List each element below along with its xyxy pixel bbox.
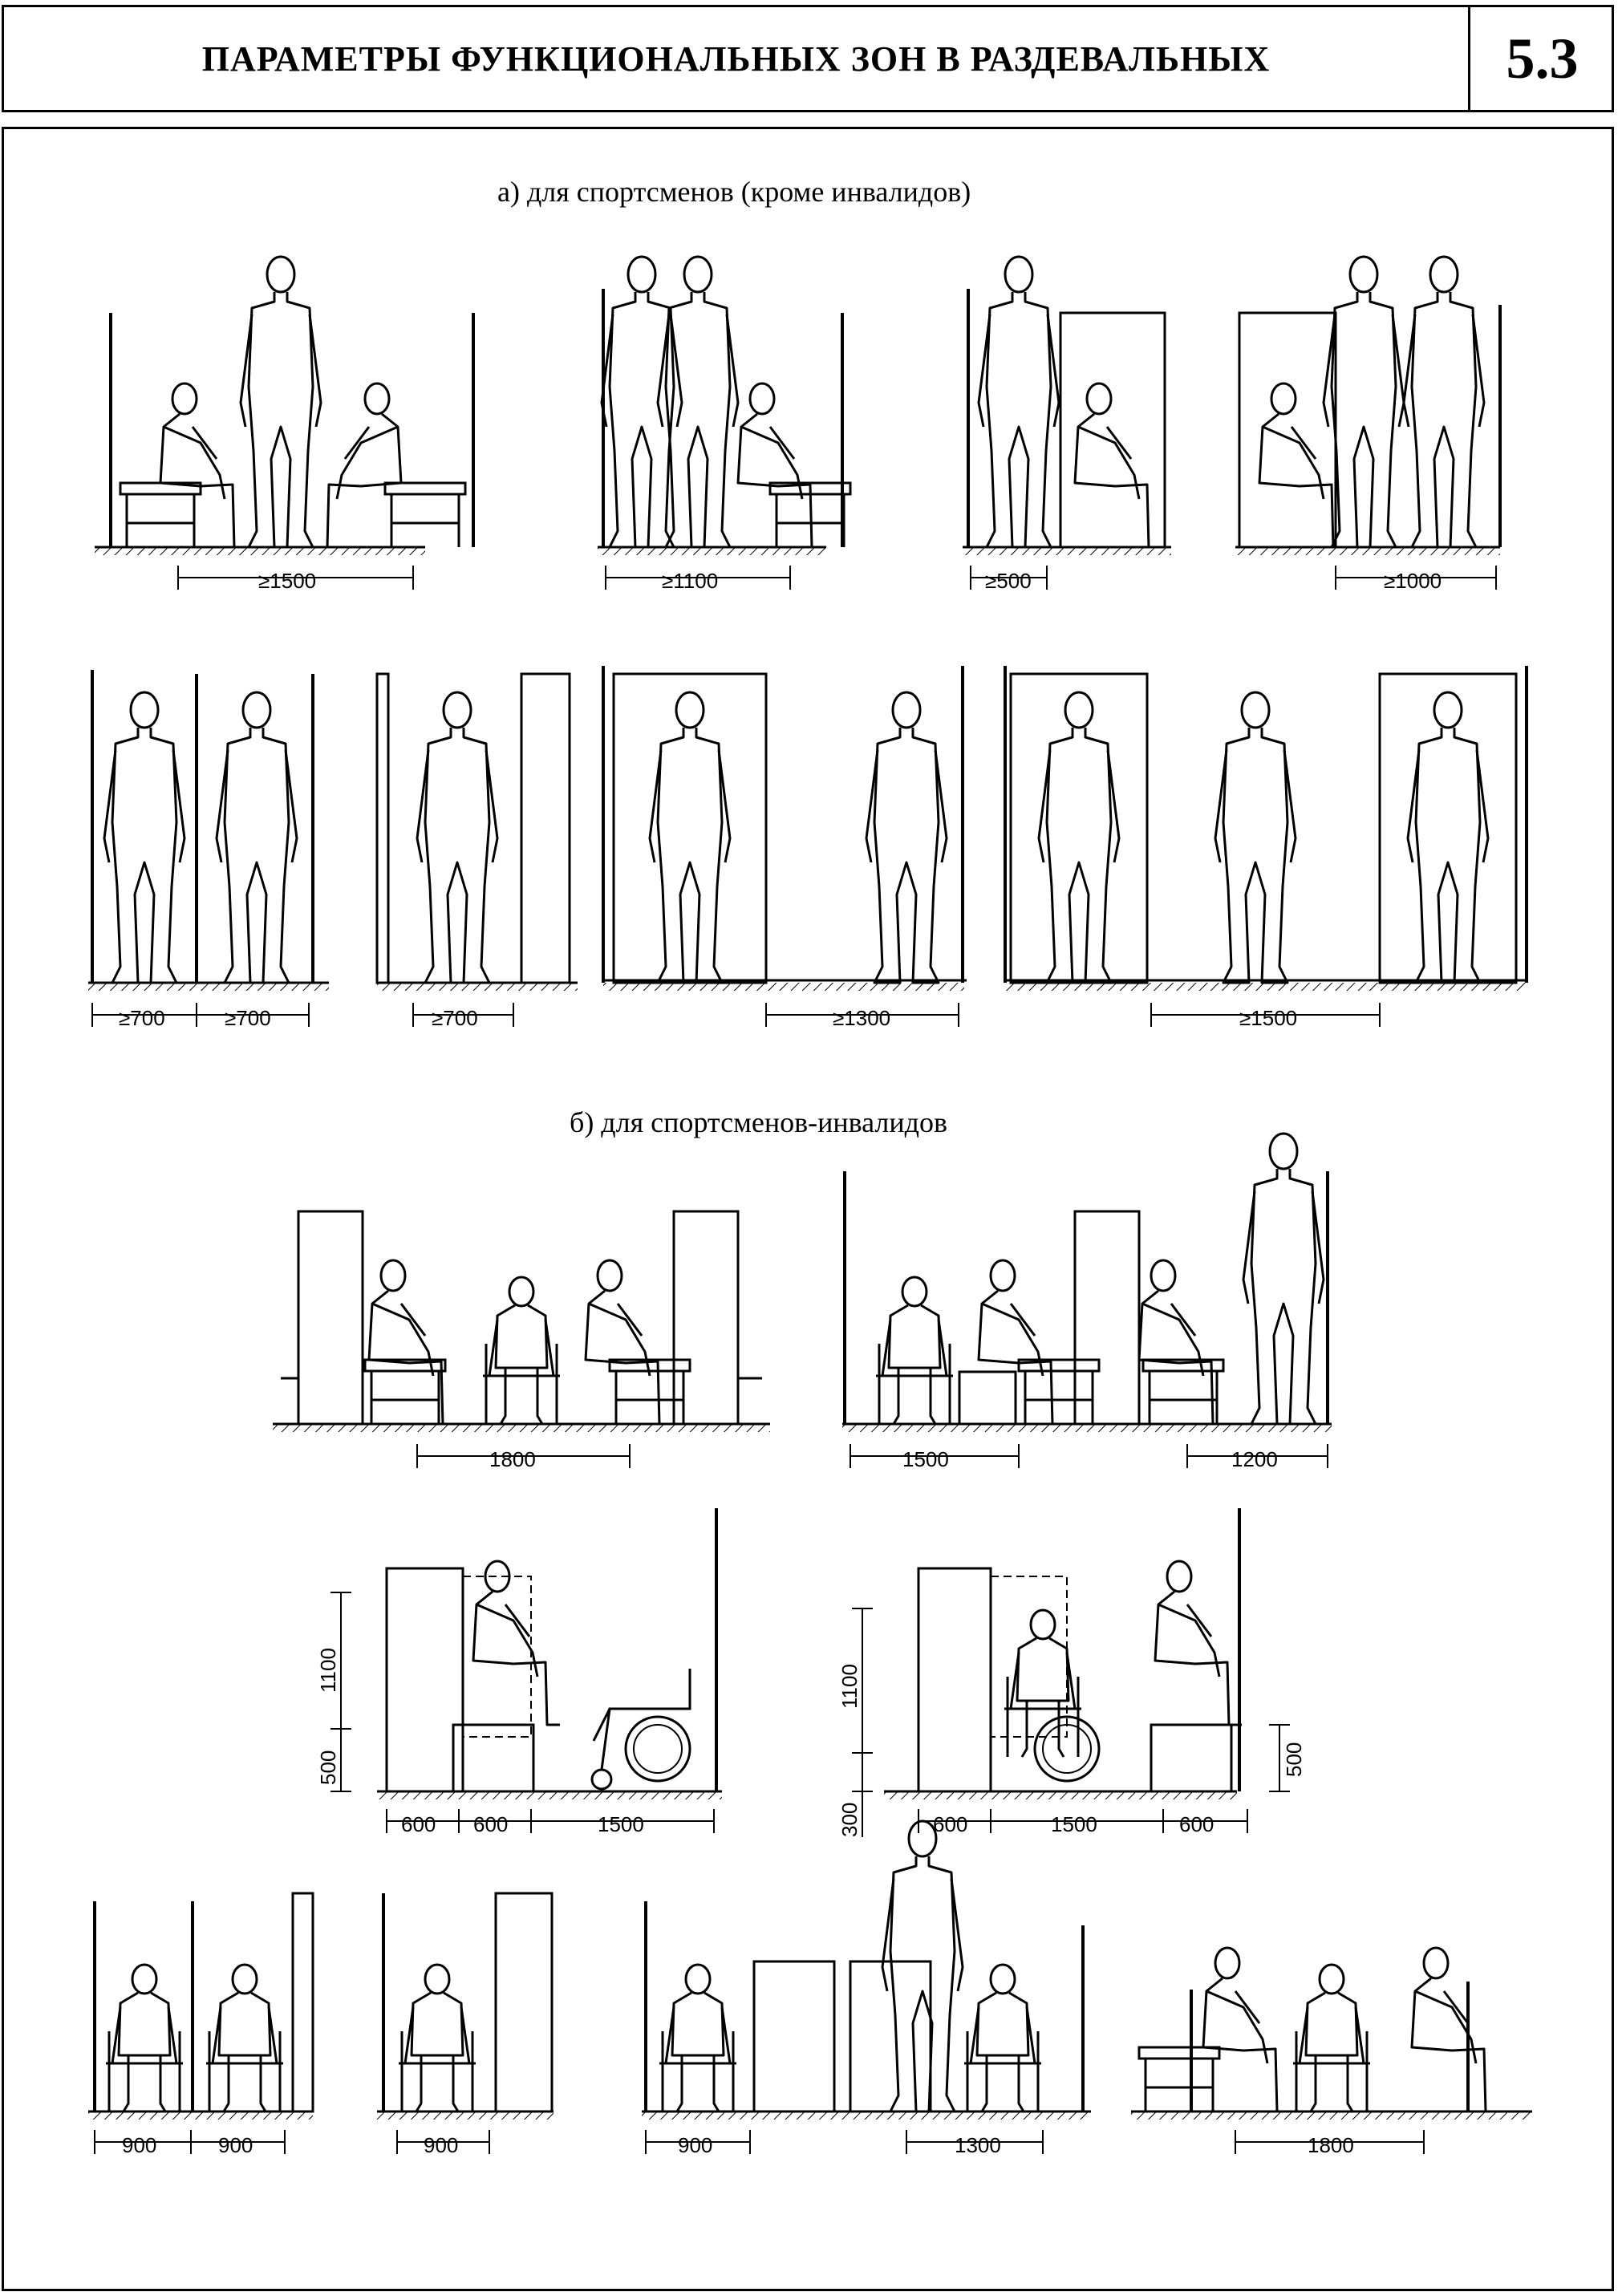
- dim-a1-1: ≥1500: [258, 569, 316, 593]
- b-row1-dimensions: [416, 1444, 1328, 1468]
- dim-b1-2: 1500: [902, 1447, 949, 1471]
- dim-a2-4: ≥1300: [833, 1006, 890, 1030]
- dim-b3-5: 1300: [955, 2133, 1001, 2157]
- section-a-title: а) для спортсменов (кроме инвалидов): [497, 176, 971, 208]
- a-row1-figures: [95, 255, 1502, 555]
- sheet-header: ПАРАМЕТРЫ ФУНКЦИОНАЛЬНЫХ ЗОН В РАЗДЕВАЛЬ…: [2, 5, 1614, 112]
- a-row1-dimensions: [177, 566, 1497, 590]
- dim-b3-1: 900: [122, 2133, 156, 2157]
- dim-b2-4: 600: [933, 1812, 967, 1836]
- dim-b1-3: 1200: [1231, 1447, 1278, 1471]
- dim-a2-1: ≥700: [119, 1006, 165, 1030]
- dim-b2-2: 600: [473, 1812, 508, 1836]
- dim-b2-v2: 500: [316, 1750, 340, 1785]
- dim-b2-v4: 300: [837, 1803, 862, 1837]
- dim-a2-2: ≥700: [225, 1006, 271, 1030]
- a-row2-dimensions: [91, 1003, 1381, 1027]
- drawing-frame: [2, 127, 1614, 2291]
- b-row3-dimensions: [94, 2130, 1425, 2154]
- dim-b2-3: 1500: [598, 1812, 644, 1836]
- b-row3-figures: [88, 1819, 1532, 2120]
- dim-b2-1: 600: [401, 1812, 436, 1836]
- b-row1-figures: [273, 1132, 1332, 1432]
- dim-b3-6: 1800: [1308, 2133, 1354, 2157]
- sheet-title: ПАРАМЕТРЫ ФУНКЦИОНАЛЬНЫХ ЗОН В РАЗДЕВАЛЬ…: [201, 39, 1271, 79]
- dim-a2-3: ≥700: [432, 1006, 478, 1030]
- b-row2-figures: [377, 1508, 1243, 1799]
- dim-a1-3: ≥500: [985, 569, 1032, 593]
- dim-b3-3: 900: [424, 2133, 458, 2157]
- dim-b2-v3: 1100: [837, 1664, 862, 1709]
- b-row2-dimensions: [330, 1592, 1290, 1837]
- dim-a2-5: ≥1500: [1239, 1006, 1297, 1030]
- dim-a1-2: ≥1100: [662, 569, 718, 593]
- dim-b1-1: 1800: [489, 1447, 536, 1471]
- dim-b3-2: 900: [218, 2133, 253, 2157]
- dim-b2-v5: 500: [1282, 1742, 1306, 1777]
- dim-b3-4: 900: [678, 2133, 712, 2157]
- dim-b2-v1: 1100: [316, 1648, 340, 1693]
- a-row2-figures: [88, 666, 1528, 991]
- dim-b2-5: 1500: [1051, 1812, 1097, 1836]
- dim-a1-4: ≥1000: [1384, 569, 1442, 593]
- sheet-number: 5.3: [1468, 7, 1614, 110]
- section-b-title: б) для спортсменов-инвалидов: [570, 1106, 947, 1138]
- dim-b2-6: 600: [1179, 1812, 1214, 1836]
